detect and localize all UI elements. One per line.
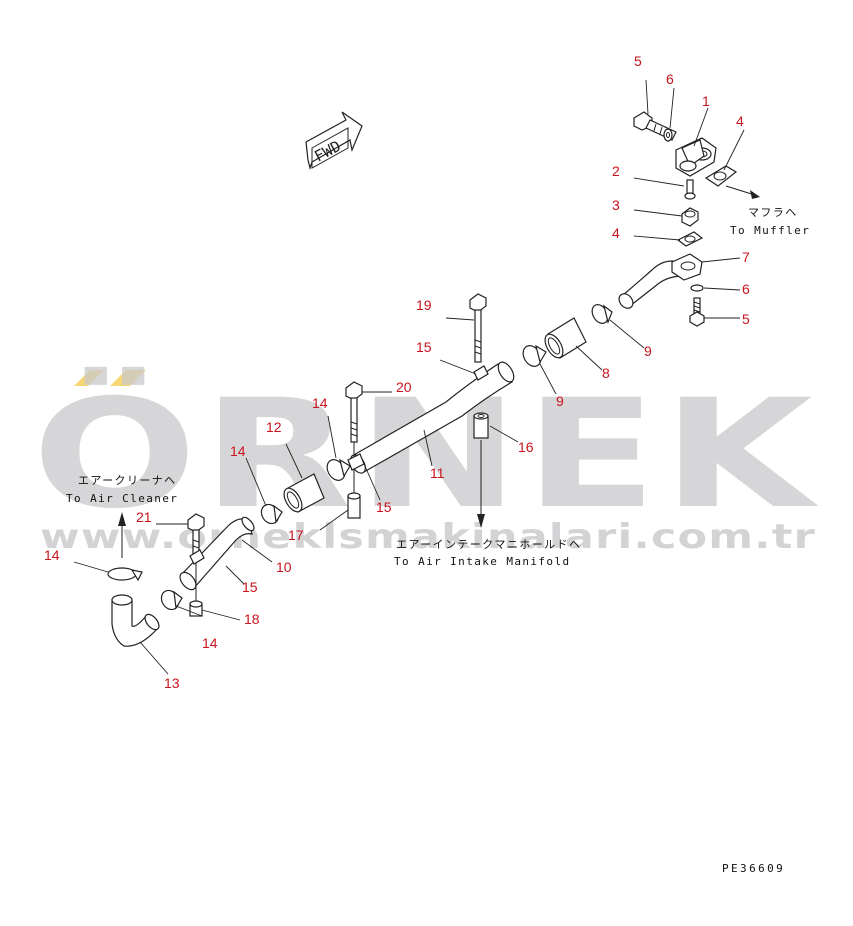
destination-notes: マフラヘ To Muffler エアークリーナヘ To Air Cleaner … (66, 206, 810, 568)
watermark-accent-right (110, 370, 146, 386)
bolt-5-bottom (689, 297, 705, 327)
watermark-accent-left (74, 370, 104, 386)
note-manifold-jp: エアーインテークマニホールドヘ (396, 538, 581, 551)
callout-15-top: 15 (416, 339, 432, 355)
callout-6-bottom: 6 (742, 281, 750, 297)
callout-9-right: 9 (644, 343, 652, 359)
watermark-url: www.orneklsmakinalari.com.tr (40, 517, 816, 557)
spacer-17 (347, 492, 361, 519)
callout-21: 21 (136, 509, 152, 525)
callout-7: 7 (742, 249, 750, 265)
callout-8: 8 (602, 365, 610, 381)
stud-2 (684, 179, 696, 200)
callout-14-mid: 14 (312, 395, 328, 411)
drawing-code: PE36609 (722, 862, 785, 875)
elbow-1 (675, 137, 717, 177)
bracket-15-top (473, 365, 489, 381)
bracket-15-bottom (189, 549, 205, 565)
note-muffler-en: To Muffler (730, 224, 810, 237)
callout-5-top: 5 (634, 53, 642, 69)
callout-14-far-left: 14 (44, 547, 60, 563)
callout-13: 13 (164, 675, 180, 691)
note-air-cleaner-jp: エアークリーナヘ (78, 474, 177, 487)
elbow-hose-13 (111, 594, 160, 647)
callout-6-top: 6 (666, 71, 674, 87)
callout-15-mid: 15 (376, 499, 392, 515)
callouts: 5 6 1 4 2 3 4 7 6 5 9 8 19 15 9 20 14 12… (44, 53, 750, 691)
watermark: ÖRNEK www.orneklsmakinalari.com.tr (32, 366, 819, 557)
callout-12: 12 (266, 419, 282, 435)
callout-5-bottom: 5 (742, 311, 750, 327)
elbow-pipe-7 (618, 253, 703, 309)
gasket-4-mid (676, 231, 704, 247)
callout-11: 11 (430, 465, 445, 481)
callout-9-left: 9 (556, 393, 564, 409)
hose-8 (544, 317, 587, 359)
callout-4-top: 4 (736, 113, 744, 129)
callout-14-left: 14 (230, 443, 246, 459)
watermark-brand: ÖRNEK (32, 366, 819, 542)
callout-20: 20 (396, 379, 412, 395)
washer-6-top (663, 128, 673, 142)
bolt-21 (187, 513, 205, 557)
clamp-9-right (591, 304, 613, 324)
callout-2: 2 (612, 163, 620, 179)
callout-3: 3 (612, 197, 620, 213)
callout-18: 18 (244, 611, 260, 627)
gasket-4-top (704, 165, 738, 187)
callout-4-mid: 4 (612, 225, 620, 241)
nut-3 (681, 207, 699, 227)
callout-14-bottom: 14 (202, 635, 218, 651)
callout-17: 17 (288, 527, 304, 543)
callout-16: 16 (518, 439, 534, 455)
callout-15-bottom: 15 (242, 579, 258, 595)
note-muffler-jp: マフラヘ (748, 206, 798, 219)
clamp-14-left (260, 503, 283, 525)
hose-12 (283, 473, 325, 513)
washer-6-bottom (690, 284, 704, 292)
callout-1: 1 (702, 93, 710, 109)
spacer-16 (473, 412, 489, 439)
callout-10: 10 (276, 559, 292, 575)
clamp-14-bottom (160, 589, 183, 611)
arrow-to-muffler-icon (725, 185, 760, 199)
leader-lines (73, 79, 745, 675)
arrow-to-air-cleaner-icon (118, 512, 126, 558)
clamp-9-left (522, 344, 547, 367)
fwd-arrow-icon: FWD (305, 111, 363, 171)
arrow-to-manifold-icon (477, 440, 485, 528)
clamp-14-mid (326, 458, 351, 481)
note-air-cleaner-en: To Air Cleaner (66, 492, 178, 505)
callout-19: 19 (416, 297, 432, 313)
note-manifold-en: To Air Intake Manifold (394, 555, 571, 568)
pipe-10 (179, 516, 255, 591)
clamp-14-far-left (107, 567, 143, 582)
bolt-19 (469, 293, 487, 363)
